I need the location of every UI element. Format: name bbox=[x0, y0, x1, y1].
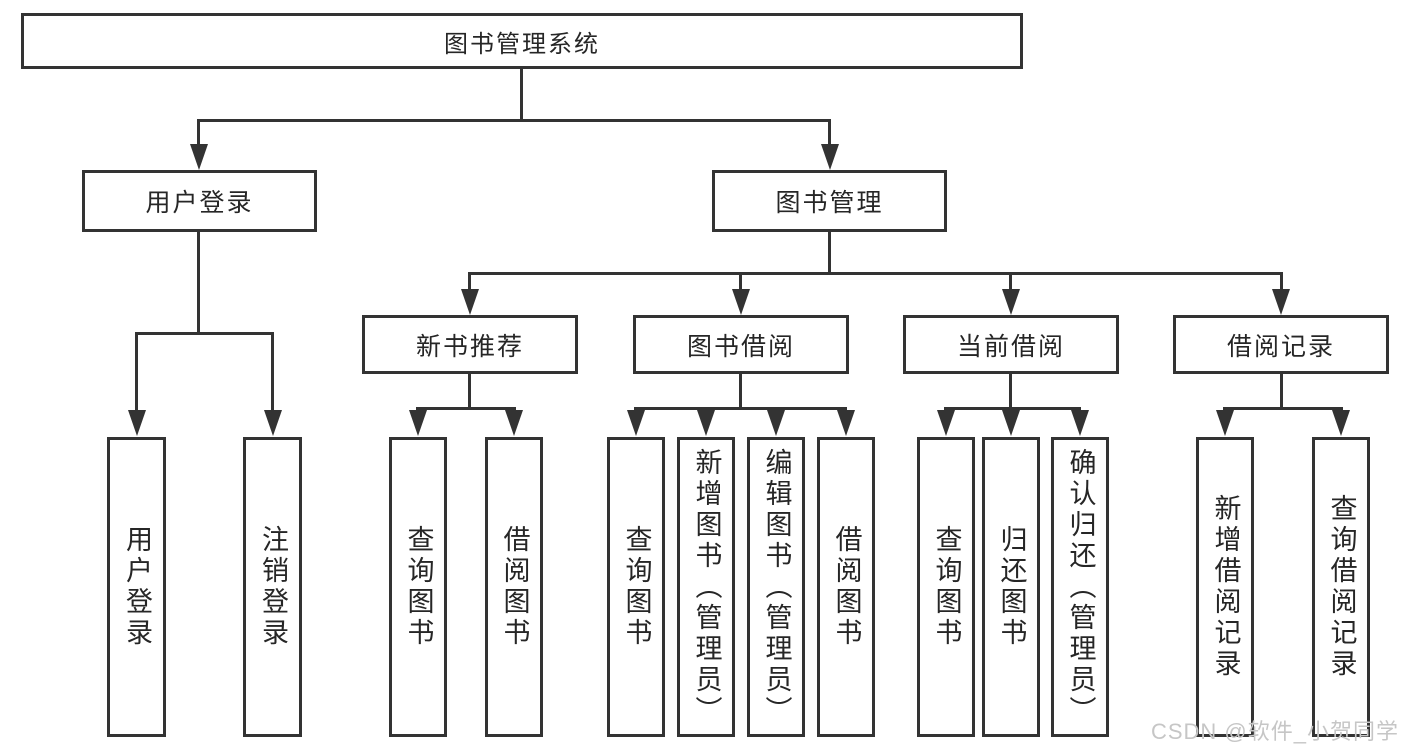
arrowhead-down-icon bbox=[1272, 289, 1290, 315]
connector-line bbox=[828, 119, 831, 149]
connector-line bbox=[520, 69, 523, 122]
node-book-management: 图书管理 bbox=[712, 170, 947, 232]
connector-line bbox=[197, 119, 200, 149]
leaf-add-borrow-record: 新增借阅记录 bbox=[1196, 437, 1254, 737]
connector-line bbox=[271, 332, 274, 412]
leaf-edit-books-admin: 编辑图书（管理员） bbox=[747, 437, 805, 737]
connector-line bbox=[828, 232, 831, 275]
connector-line bbox=[468, 373, 471, 410]
arrowhead-down-icon bbox=[1216, 410, 1234, 436]
node-book-borrowing: 图书借阅 bbox=[633, 315, 849, 374]
connector-line bbox=[135, 332, 274, 335]
leaf-query-books: 查询图书 bbox=[607, 437, 665, 737]
arrowhead-down-icon bbox=[767, 410, 785, 436]
arrowhead-down-icon bbox=[627, 410, 645, 436]
arrowhead-down-icon bbox=[1002, 289, 1020, 315]
connector-line bbox=[197, 232, 200, 335]
node-user-login: 用户登录 bbox=[82, 170, 317, 232]
leaf-query-books: 查询图书 bbox=[389, 437, 447, 737]
leaf-borrow-books: 借阅图书 bbox=[817, 437, 875, 737]
leaf-query-books: 查询图书 bbox=[917, 437, 975, 737]
arrowhead-down-icon bbox=[505, 410, 523, 436]
arrowhead-down-icon bbox=[821, 144, 839, 170]
leaf-user-login: 用户登录 bbox=[107, 437, 166, 737]
node-current-borrowing: 当前借阅 bbox=[903, 315, 1119, 374]
leaf-logout-login: 注销登录 bbox=[243, 437, 302, 737]
connector-line bbox=[1009, 272, 1012, 292]
connector-line bbox=[416, 407, 516, 410]
arrowhead-down-icon bbox=[697, 410, 715, 436]
connector-line bbox=[468, 272, 471, 292]
arrowhead-down-icon bbox=[1071, 410, 1089, 436]
connector-line bbox=[1280, 373, 1283, 410]
leaf-query-borrow-record: 查询借阅记录 bbox=[1312, 437, 1370, 737]
connector-line bbox=[1280, 272, 1283, 292]
arrowhead-down-icon bbox=[190, 144, 208, 170]
leaf-confirm-return-admin: 确认归还（管理员） bbox=[1051, 437, 1109, 737]
node-library-management-system: 图书管理系统 bbox=[21, 13, 1023, 69]
connector-line bbox=[1009, 373, 1012, 410]
leaf-borrow-books: 借阅图书 bbox=[485, 437, 543, 737]
arrowhead-down-icon bbox=[732, 289, 750, 315]
leaf-return-books: 归还图书 bbox=[982, 437, 1040, 737]
node-new-book-recommendation: 新书推荐 bbox=[362, 315, 578, 374]
connector-line bbox=[1223, 407, 1343, 410]
connector-line bbox=[739, 373, 742, 410]
leaf-add-books-admin: 新增图书（管理员） bbox=[677, 437, 735, 737]
connector-line bbox=[944, 407, 1081, 410]
arrowhead-down-icon bbox=[461, 289, 479, 315]
arrowhead-down-icon bbox=[264, 410, 282, 436]
connector-line bbox=[739, 272, 742, 292]
arrowhead-down-icon bbox=[937, 410, 955, 436]
connector-line bbox=[468, 272, 1283, 275]
connector-line bbox=[634, 407, 847, 410]
connector-line bbox=[197, 119, 831, 122]
node-borrowing-records: 借阅记录 bbox=[1173, 315, 1389, 374]
arrowhead-down-icon bbox=[128, 410, 146, 436]
arrowhead-down-icon bbox=[409, 410, 427, 436]
csdn-watermark: CSDN @软件_小贺同学 bbox=[1150, 719, 1399, 744]
connector-line bbox=[135, 332, 138, 412]
arrowhead-down-icon bbox=[1002, 410, 1020, 436]
arrowhead-down-icon bbox=[1332, 410, 1350, 436]
arrowhead-down-icon bbox=[837, 410, 855, 436]
